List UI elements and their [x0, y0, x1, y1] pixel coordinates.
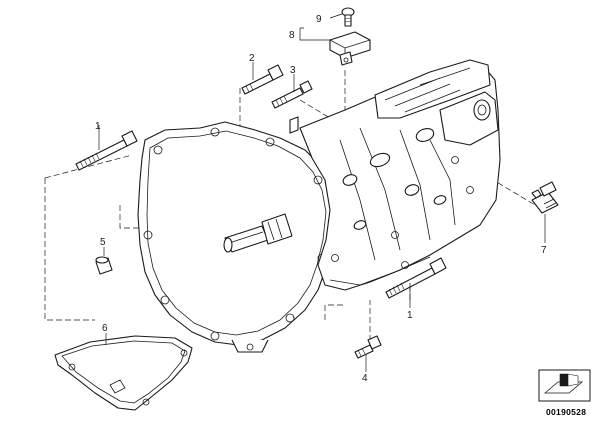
bolt-part-2: [241, 62, 284, 95]
bolt-part-3: [271, 74, 313, 109]
dowel-sleeve-part-5: [95, 247, 113, 275]
callout-4: 4: [362, 373, 368, 384]
cover-plate-part-6: [54, 333, 193, 411]
callout-5: 5: [100, 237, 106, 248]
callout-7: 7: [541, 245, 547, 256]
callout-1-right: 1: [407, 310, 413, 321]
bolt-part-4: [354, 335, 382, 372]
sensor-part-7: [531, 181, 559, 243]
bolt-part-1-right: [385, 257, 447, 308]
callout-8: 8: [289, 30, 295, 41]
reference-box: 00190528: [538, 369, 591, 417]
callout-2: 2: [249, 53, 255, 64]
callout-6: 6: [102, 323, 108, 334]
gearbox-housing: [137, 59, 501, 353]
bolt-part-1-left: [75, 125, 138, 171]
bracket-part-8: [299, 27, 371, 66]
callout-9: 9: [316, 14, 322, 25]
reference-number: 00190528: [546, 407, 586, 417]
screw-part-9: [329, 7, 355, 27]
callout-labels: 1 1 2 3 4 5 6 7 8 9: [95, 14, 547, 384]
callout-3: 3: [290, 65, 296, 76]
callout-1-left: 1: [95, 121, 101, 132]
cutaway-view-icon: [543, 373, 584, 394]
